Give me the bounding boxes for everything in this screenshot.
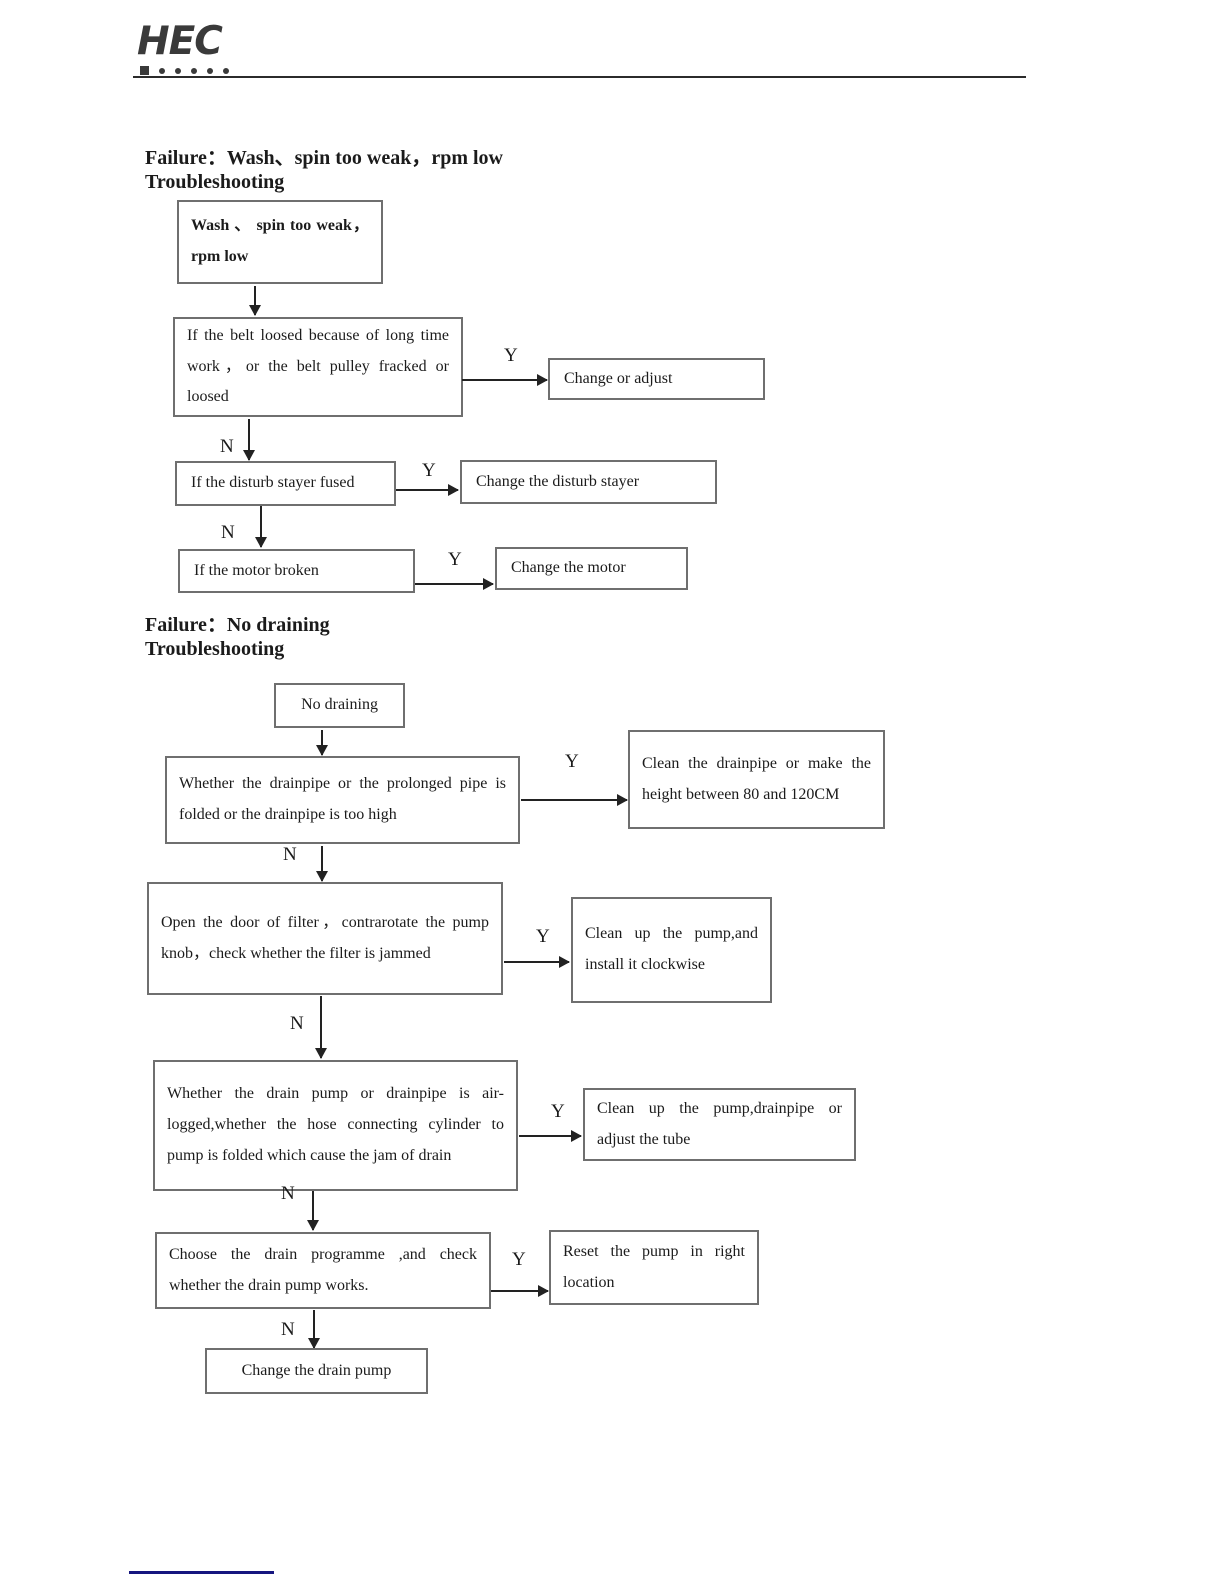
flow-box-filter-jammed: Open the door of filter，contrarotate the…	[147, 882, 503, 995]
label-yes: Y	[565, 751, 579, 772]
flow-box-reset-pump: Reset the pump in right location	[549, 1230, 759, 1305]
arrow-down	[243, 419, 255, 461]
arrow-right	[521, 794, 628, 806]
flow-box-text: Wash 、 spin too weak，rpm low	[191, 217, 369, 265]
section1-troubleshooting-title: Troubleshooting	[145, 171, 285, 193]
label-no: N	[283, 844, 297, 865]
logo-dots	[140, 66, 229, 75]
arrow-down	[316, 730, 328, 756]
flow-box-airlogged: Whether the drain pump or drainpipe is a…	[153, 1060, 518, 1191]
flow-box-text: Whether the drainpipe or the prolonged p…	[179, 775, 506, 823]
flow-box-clean-pump-clockwise: Clean up the pump,and install it clockwi…	[571, 897, 772, 1003]
label-yes: Y	[504, 345, 518, 366]
flow-box-text: Change or adjust	[564, 369, 673, 387]
footer-line	[129, 1571, 274, 1574]
flow-box-disturb-stayer: If the disturb stayer fused	[175, 461, 396, 506]
flow-box-text: If the belt loosed because of long time …	[187, 326, 449, 406]
arrow-down	[316, 846, 328, 882]
flow-box-text: Reset the pump in right location	[563, 1242, 745, 1291]
flow-box-text: No draining	[301, 696, 378, 714]
flow-box-wash-spin-weak: Wash 、 spin too weak，rpm low	[177, 200, 383, 284]
arrow-down	[249, 286, 261, 316]
flow-box-drainpipe-folded: Whether the drainpipe or the prolonged p…	[165, 756, 520, 844]
flow-box-clean-drainpipe: Clean the drainpipe or make the height b…	[628, 730, 885, 829]
arrow-right	[396, 484, 459, 496]
label-yes: Y	[422, 460, 436, 481]
arrow-down	[255, 506, 267, 548]
flow-box-text: Open the door of filter，contrarotate the…	[161, 913, 489, 962]
arrow-down	[308, 1310, 320, 1349]
flow-box-no-draining: No draining	[274, 683, 405, 728]
arrow-right	[491, 1285, 549, 1297]
arrow-right	[504, 956, 570, 968]
flow-box-change-disturb-stayer: Change the disturb stayer	[460, 460, 717, 504]
flow-box-text: Clean up the pump,drainpipe or adjust th…	[597, 1099, 842, 1148]
label-yes: Y	[551, 1101, 565, 1122]
arrow-down	[307, 1191, 319, 1231]
label-yes: Y	[512, 1249, 526, 1270]
label-no: N	[220, 436, 234, 457]
label-no: N	[281, 1183, 295, 1204]
flow-box-text: Change the disturb stayer	[476, 472, 640, 490]
flow-box-drain-programme: Choose the drain programme ,and check wh…	[155, 1232, 491, 1309]
header-rule	[133, 76, 1026, 78]
label-no: N	[281, 1319, 295, 1340]
flow-box-text: Change the motor	[511, 559, 626, 577]
arrow-right	[415, 578, 494, 590]
label-yes: Y	[448, 549, 462, 570]
flow-box-text: If the motor broken	[194, 561, 319, 579]
flow-box-motor-broken: If the motor broken	[178, 549, 415, 593]
label-no: N	[221, 522, 235, 543]
label-yes: Y	[536, 926, 550, 947]
flow-box-change-motor: Change the motor	[495, 547, 688, 590]
flow-box-text: Whether the drain pump or drainpipe is a…	[167, 1085, 504, 1164]
flow-box-text: Clean the drainpipe or make the height b…	[642, 754, 871, 803]
flow-box-text: Clean up the pump,and install it clockwi…	[585, 925, 758, 973]
flow-box-change-or-adjust: Change or adjust	[548, 358, 765, 400]
arrow-down	[315, 996, 327, 1059]
arrow-right	[462, 374, 548, 386]
flow-box-change-drain-pump: Change the drain pump	[205, 1348, 428, 1394]
flow-box-text: Choose the drain programme ,and check wh…	[169, 1245, 477, 1294]
arrow-right	[519, 1130, 582, 1142]
section2-troubleshooting-title: Troubleshooting	[145, 638, 285, 660]
section2-failure-title: Failure：No draining	[145, 614, 330, 636]
flow-box-clean-pump-drainpipe: Clean up the pump,drainpipe or adjust th…	[583, 1088, 856, 1161]
flow-box-text: If the disturb stayer fused	[191, 474, 355, 492]
label-no: N	[290, 1013, 304, 1034]
flow-box-text: Change the drain pump	[241, 1361, 392, 1379]
section1-failure-title: Failure：Wash、spin too weak，rpm low	[145, 147, 503, 169]
flow-box-belt-loosed: If the belt loosed because of long time …	[173, 317, 463, 417]
hec-logo: HEC	[137, 19, 223, 64]
